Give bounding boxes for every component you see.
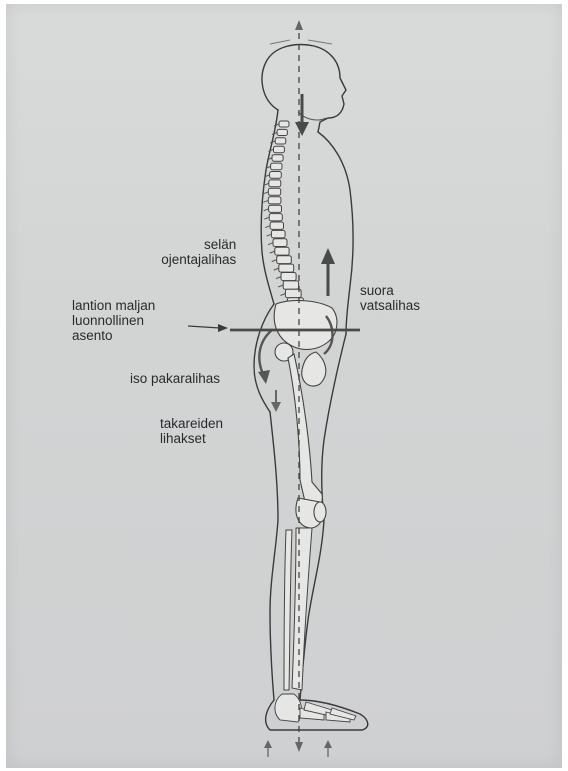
- lower-leg-bones: [284, 528, 312, 690]
- vertebra: [275, 247, 289, 255]
- vertebra: [283, 281, 298, 289]
- vertebra: [272, 155, 283, 162]
- vertebra: [269, 214, 282, 221]
- vertebra-process: [270, 251, 275, 253]
- vertebra: [269, 205, 282, 212]
- head-top-mark: [270, 40, 332, 44]
- label-gluteus: iso pakaralihas: [130, 371, 220, 386]
- vertebra: [269, 180, 281, 187]
- vertebra: [273, 239, 287, 247]
- label-back-extensor: selän ojentajalihas: [138, 237, 236, 267]
- back-leg-outline: [270, 412, 278, 700]
- label-back-extensor-line-1: selän: [138, 237, 236, 252]
- label-pelvis-line-1: lantion maljan: [72, 298, 155, 313]
- head-outline: [262, 45, 346, 132]
- label-hamstrings-line-2: lihakset: [160, 431, 223, 446]
- vertebra-process: [264, 209, 269, 211]
- label-pelvis: lantion maljan luonnollinen asento: [72, 298, 155, 343]
- vertebra-process: [280, 294, 285, 296]
- label-gluteus-text: iso pakaralihas: [130, 371, 220, 386]
- vertebra-process: [272, 260, 277, 262]
- vertebra-process: [266, 234, 271, 236]
- gluteus-arrow-head: [258, 370, 270, 384]
- head-force-arrow: [295, 94, 309, 136]
- buttock-outline: [254, 304, 274, 412]
- vertebra: [268, 188, 280, 195]
- vertebra-process: [278, 285, 283, 287]
- vertebra-process: [265, 226, 270, 228]
- label-abdominal-line-1: suora: [360, 283, 420, 298]
- vertebra: [277, 256, 292, 264]
- vertebra: [277, 129, 287, 135]
- label-pelvis-line-3: asento: [72, 328, 155, 343]
- kneecap: [314, 502, 326, 522]
- hamstring-arrow: [271, 390, 281, 412]
- vertebra: [279, 121, 289, 127]
- vertebra: [268, 197, 281, 204]
- vertebra: [271, 230, 285, 238]
- label-abdominal: suora vatsalihas: [360, 283, 420, 313]
- abdominal-arrow: [321, 248, 335, 296]
- vertebra: [270, 222, 283, 229]
- vertebra: [270, 172, 282, 179]
- label-hamstrings: takareiden lihakset: [160, 416, 223, 446]
- vertebra-process: [263, 192, 268, 194]
- vertebra: [281, 273, 296, 281]
- vertebra: [271, 163, 282, 170]
- spine: [263, 121, 303, 306]
- label-back-extensor-line-2: ojentajalihas: [138, 252, 236, 267]
- pelvis-pointer-arrow: [188, 324, 228, 332]
- vertebra: [274, 146, 285, 152]
- vertebra-process: [263, 200, 268, 202]
- vertebra-process: [274, 268, 279, 270]
- plumb-line-top-arrow: [295, 20, 303, 30]
- plumb-line-bottom-arrow: [295, 742, 303, 752]
- vertebra-process: [268, 243, 273, 245]
- label-abdominal-line-2: vatsalihas: [360, 298, 420, 313]
- vertebra-process: [276, 277, 281, 279]
- label-pelvis-line-2: luonnollinen: [72, 313, 155, 328]
- vertebra-process: [264, 217, 269, 219]
- label-hamstrings-line-1: takareiden: [160, 416, 223, 431]
- vertebra: [275, 138, 286, 144]
- vertebra: [279, 264, 294, 272]
